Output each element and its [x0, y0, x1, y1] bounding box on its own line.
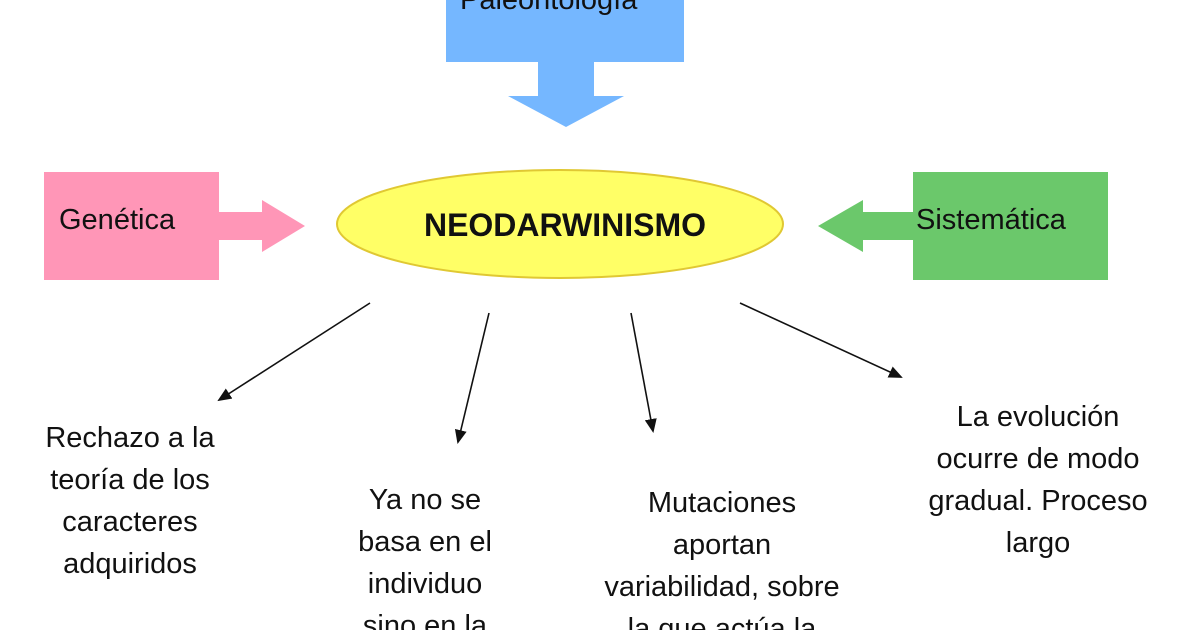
central-concept-label: NEODARWINISMO — [423, 207, 707, 243]
outcome-4: La evolución ocurre de modo gradual. Pro… — [898, 396, 1178, 564]
arrow-to-outcome-4 — [739, 302, 903, 378]
paleontologia-box — [446, 0, 684, 62]
genetica-box — [44, 172, 219, 280]
sistematica-arrow — [818, 200, 915, 252]
outcome-1-line: adquiridos — [63, 548, 197, 580]
outcome-4-line: largo — [1005, 527, 1071, 559]
outcome-2-line: Ya no se — [368, 484, 482, 516]
genetica-node — [44, 172, 305, 280]
outcome-4-line: gradual. Proceso — [928, 485, 1148, 517]
paleontologia-label: Paleontología — [460, 0, 638, 16]
sistematica-label: Sistemática — [916, 204, 1066, 236]
outcome-3-line: Mutaciones — [647, 487, 797, 519]
outcome-3-line: variabilidad, sobre — [604, 571, 840, 603]
arrow-to-outcome-3 — [630, 312, 657, 433]
paleontologia-node — [446, 0, 684, 127]
outcome-1-line: Rechazo a la — [45, 422, 215, 454]
arrow-to-outcome-1 — [217, 302, 371, 402]
outcome-1-line: caracteres — [62, 506, 198, 538]
outcome-4-line: La evolución — [956, 401, 1120, 433]
outcome-2-line: individuo — [367, 568, 483, 600]
genetica-arrow — [217, 200, 305, 252]
sistematica-node — [818, 172, 1108, 280]
paleontologia-arrow — [508, 60, 624, 127]
outcome-2-line: sino en la — [362, 610, 488, 630]
arrow-to-outcome-2 — [454, 312, 490, 444]
outcome-1-line: teoría de los — [50, 464, 210, 496]
genetica-label: Genética — [59, 204, 176, 236]
outcome-4-line: ocurre de modo — [936, 443, 1140, 475]
outcome-2-line: basa en el — [358, 526, 492, 558]
sistematica-box — [913, 172, 1108, 280]
outcome-3-line: aportan — [672, 529, 772, 561]
outcome-3: Mutaciones aportan variabilidad, sobre l… — [572, 482, 872, 630]
central-ellipse — [336, 169, 784, 279]
outcome-2: Ya no se basa en el individuo sino en la — [330, 479, 520, 630]
outcome-1: Rechazo a la teoría de los caracteres ad… — [20, 417, 240, 585]
outcome-3-line: la que actúa la — [627, 613, 817, 630]
